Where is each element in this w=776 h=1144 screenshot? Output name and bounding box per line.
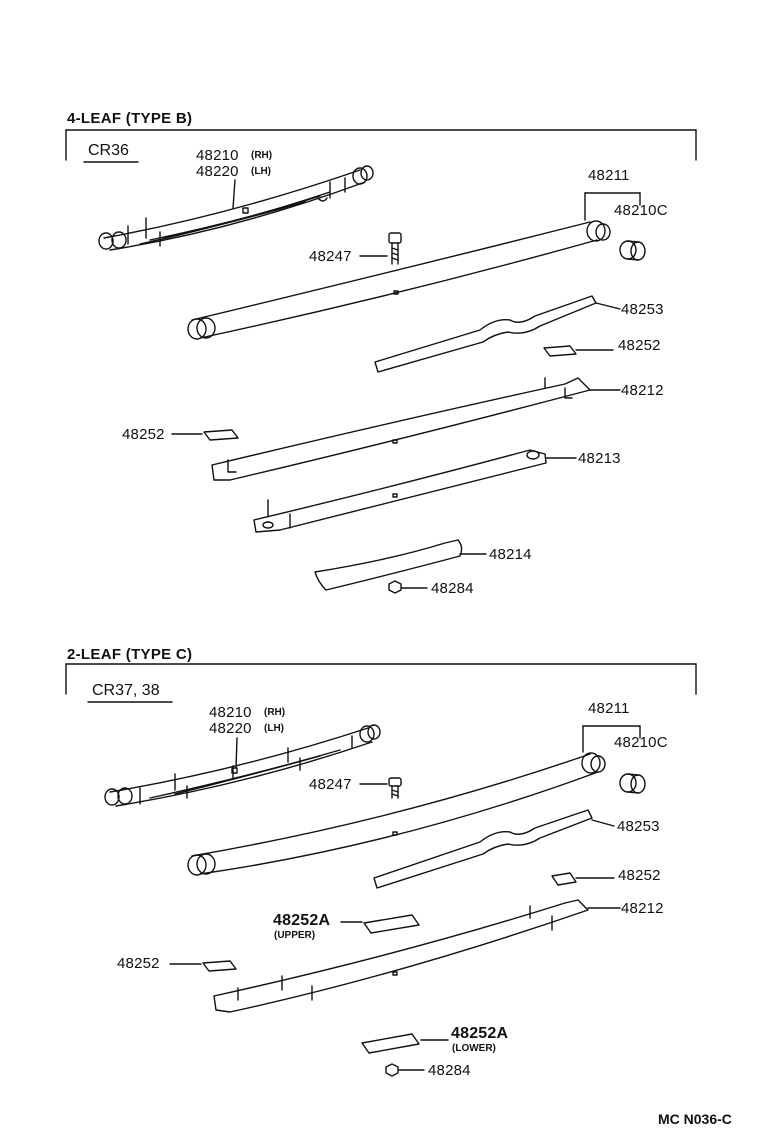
part-label-48210-top: 48210 bbox=[196, 147, 239, 164]
model-code-bottom: CR37, 38 bbox=[92, 682, 160, 699]
section-title-top: 4-LEAF (TYPE B) bbox=[67, 110, 193, 127]
part-label-48247-top: 48247 bbox=[309, 248, 352, 265]
part-label-48210c-bottom: 48210C bbox=[614, 734, 668, 751]
part-label-48220-bottom: 48220 bbox=[209, 720, 252, 737]
side-note-lh-top: (LH) bbox=[251, 166, 271, 177]
section-title-bottom: 2-LEAF (TYPE C) bbox=[67, 646, 193, 663]
pad-48252-right-top bbox=[543, 345, 614, 357]
nut-48284-top bbox=[388, 580, 428, 594]
pad-48252-left-bottom bbox=[169, 960, 237, 972]
model-code-top: CR36 bbox=[88, 142, 129, 159]
part-label-48212-top: 48212 bbox=[621, 382, 664, 399]
part-label-48220-top: 48220 bbox=[196, 163, 239, 180]
note-lower: (LOWER) bbox=[452, 1043, 496, 1054]
part-label-48252-right-top: 48252 bbox=[618, 337, 661, 354]
leaf-48253-top bbox=[374, 295, 621, 373]
figure-code: MC N036-C bbox=[658, 1111, 732, 1127]
leaf-48212-top bbox=[211, 377, 621, 481]
leader-48211-top bbox=[584, 192, 641, 221]
bolt-48247-top bbox=[359, 232, 402, 265]
part-label-48210-bottom: 48210 bbox=[209, 704, 252, 721]
part-label-48210c-top: 48210C bbox=[614, 202, 668, 219]
bushing-48210c-top bbox=[619, 240, 646, 261]
side-note-rh-top: (RH) bbox=[251, 150, 273, 161]
spring-assembly-bottom bbox=[104, 724, 381, 807]
leaf-48212-bottom bbox=[213, 899, 621, 1013]
leader-48210-top bbox=[232, 179, 236, 209]
spring-assembly-top bbox=[98, 165, 374, 251]
part-label-48213-top: 48213 bbox=[578, 450, 621, 467]
part-label-48252-right-bottom: 48252 bbox=[618, 867, 661, 884]
part-label-48253-top: 48253 bbox=[621, 301, 664, 318]
part-label-48253-bottom: 48253 bbox=[617, 818, 660, 835]
part-label-48211-top: 48211 bbox=[588, 167, 630, 184]
leader-48211-bottom bbox=[582, 725, 641, 753]
main-leaf-48211-top bbox=[187, 220, 611, 340]
nut-48284-bottom bbox=[385, 1063, 425, 1077]
leaf-48214-top bbox=[314, 539, 487, 591]
side-note-rh-bottom: (RH) bbox=[264, 707, 286, 718]
pad-48252-right-bottom bbox=[551, 872, 615, 886]
part-label-48284-top: 48284 bbox=[431, 580, 474, 597]
top-section-frame bbox=[65, 129, 697, 163]
pad-48252-left-top bbox=[171, 429, 239, 441]
bushing-48210c-bottom bbox=[619, 773, 646, 794]
part-label-48252-left-bottom: 48252 bbox=[117, 955, 160, 972]
part-label-48212-bottom: 48212 bbox=[621, 900, 664, 917]
leaf-48253-bottom bbox=[373, 809, 615, 889]
part-label-48284-bottom: 48284 bbox=[428, 1062, 471, 1079]
pad-48252a-lower-bottom bbox=[361, 1033, 449, 1054]
part-label-48252-left-top: 48252 bbox=[122, 426, 165, 443]
main-leaf-48211-bottom bbox=[187, 752, 606, 876]
part-label-48252a-lower: 48252A bbox=[451, 1025, 509, 1042]
note-upper: (UPPER) bbox=[274, 930, 316, 941]
part-label-48252a-upper: 48252A bbox=[273, 912, 331, 929]
side-note-lh-bottom: (LH) bbox=[264, 723, 284, 734]
leaf-48213-top bbox=[253, 449, 577, 533]
bolt-48247-bottom bbox=[359, 777, 402, 799]
leader-48210-bottom bbox=[235, 737, 238, 769]
part-label-48247-bottom: 48247 bbox=[309, 776, 352, 793]
part-label-48211-bottom: 48211 bbox=[588, 700, 630, 717]
bottom-section-frame bbox=[65, 663, 697, 703]
part-label-48214-top: 48214 bbox=[489, 546, 532, 563]
pad-48252a-upper-bottom bbox=[340, 914, 420, 934]
